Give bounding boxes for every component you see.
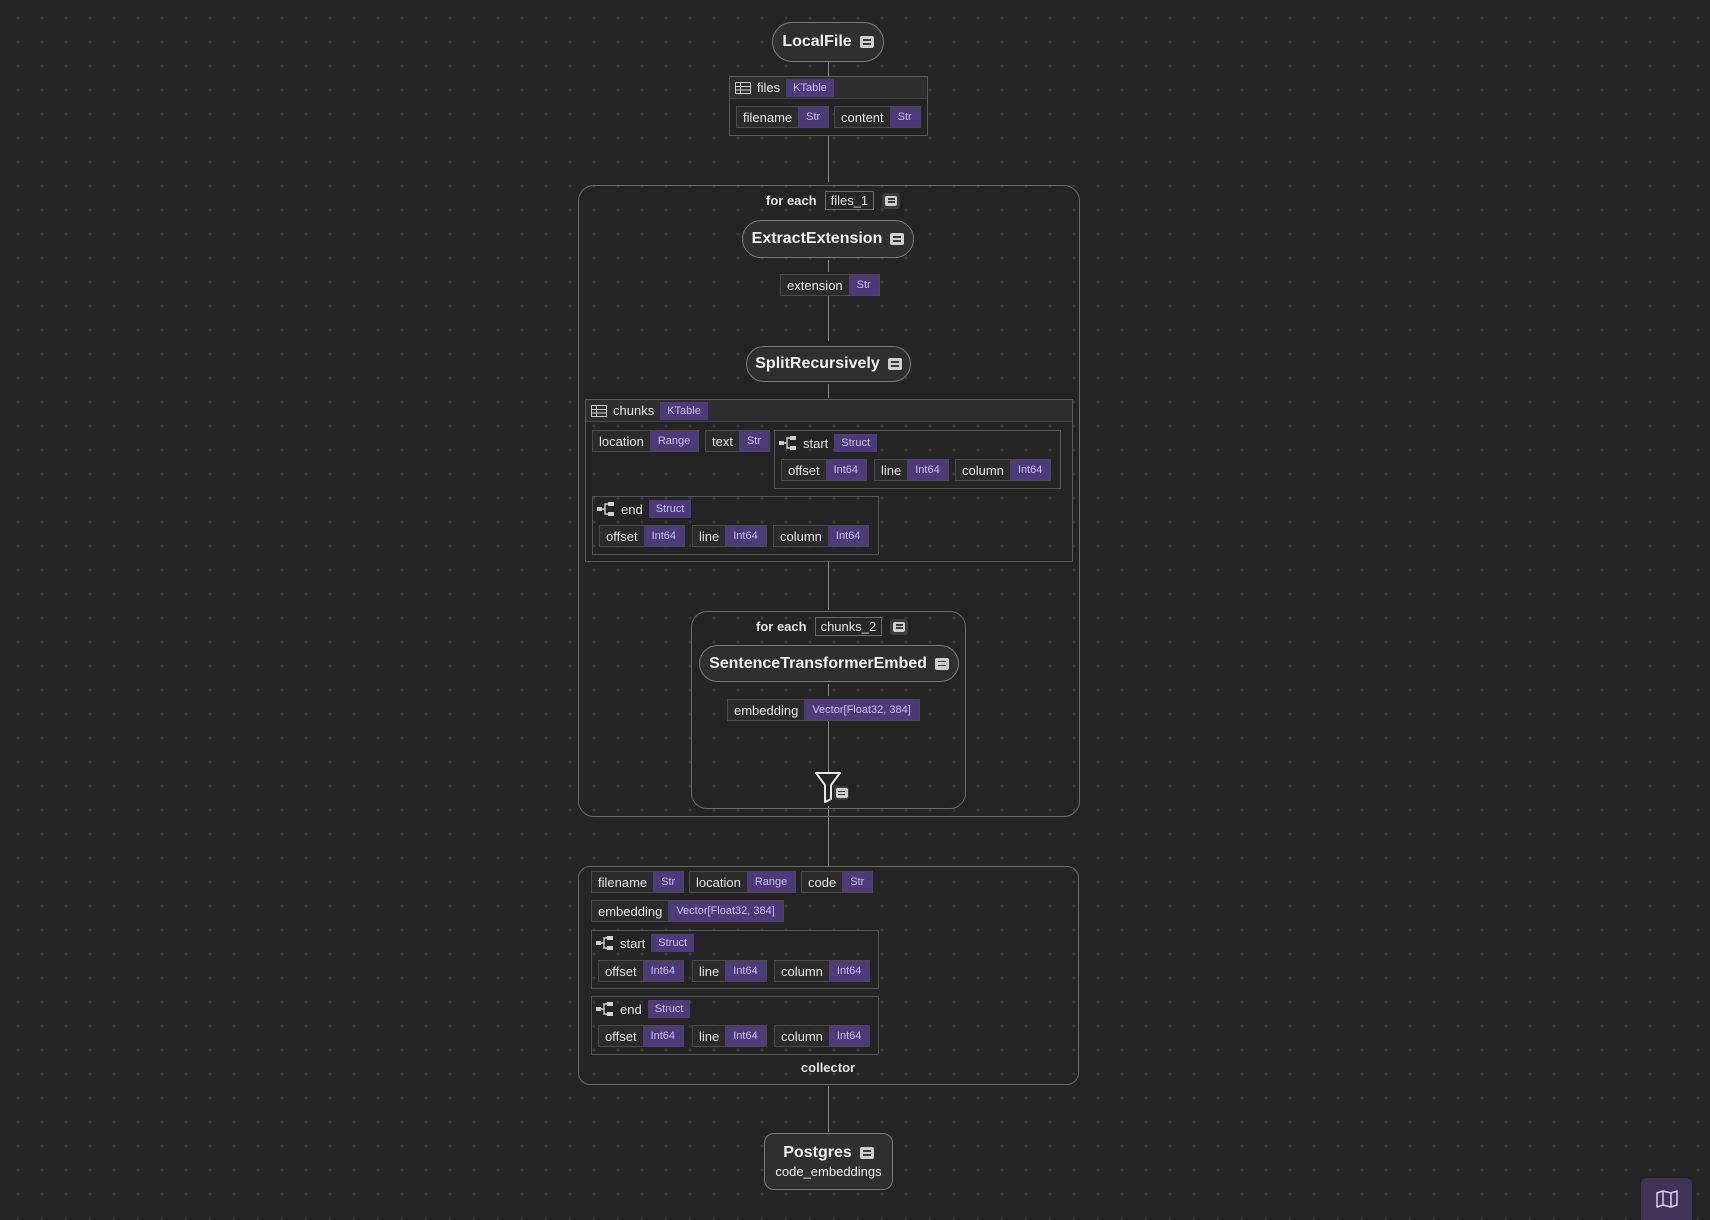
foreach-files-group — [578, 185, 1080, 817]
tree-struct-icon — [596, 1002, 613, 1016]
files-table-header: files KTable — [730, 77, 927, 99]
document-icon[interactable] — [890, 233, 905, 245]
collect-funnel[interactable] — [814, 771, 850, 803]
files-table-name: files — [757, 80, 781, 95]
foreach-var: files_1 — [824, 191, 875, 210]
document-icon[interactable] — [882, 192, 901, 209]
map-icon — [1655, 1190, 1678, 1208]
foreach-label: for each — [756, 619, 807, 634]
foreach-chunks-group — [691, 611, 966, 809]
table-icon — [591, 404, 607, 417]
foreach-chunks-header: for each chunks_2 — [756, 617, 909, 636]
target-node-postgres[interactable]: Postgres code_embeddings — [764, 1133, 893, 1190]
chunks-table-name: chunks — [613, 403, 655, 418]
document-icon[interactable] — [934, 657, 949, 670]
chunks-table-header: chunks KTable — [586, 400, 1072, 422]
edge-collector-postgres — [828, 1086, 829, 1132]
edge-extension-split — [828, 296, 829, 341]
edge-embed-embedding — [828, 684, 829, 696]
collector-group — [578, 866, 1079, 1085]
extract-label: ExtractExtension — [751, 230, 883, 247]
node-extract-extension[interactable]: ExtractExtension — [742, 220, 914, 258]
source-node-localfile[interactable]: LocalFile — [772, 22, 884, 62]
foreach-label: for each — [766, 193, 817, 208]
document-icon[interactable] — [890, 618, 909, 635]
document-icon[interactable] — [859, 36, 874, 48]
tree-struct-icon — [779, 436, 796, 450]
edge-files-foreach — [828, 136, 829, 182]
document-icon[interactable] — [834, 786, 849, 800]
table-icon — [735, 81, 751, 94]
document-icon[interactable] — [859, 1147, 874, 1159]
edge-embedding-funnel — [828, 721, 829, 773]
edge-extract-extension — [828, 260, 829, 272]
node-sentence-transformer-embed[interactable]: SentenceTransformerEmbed — [699, 645, 959, 682]
target-label: Postgres — [783, 1144, 852, 1161]
files-table-type: KTable — [786, 78, 834, 97]
edge-localfile-files — [828, 62, 829, 76]
edge-split-chunks — [828, 384, 829, 398]
foreach-var: chunks_2 — [814, 617, 883, 636]
target-subtitle: code_embeddings — [775, 1164, 882, 1179]
collector-label: collector — [800, 1060, 856, 1075]
edge-funnel-collector — [828, 806, 829, 866]
edge-chunks-foreach — [828, 562, 829, 610]
tree-struct-icon — [596, 936, 613, 950]
source-label: LocalFile — [782, 33, 852, 50]
minimap-toggle-button[interactable] — [1641, 1178, 1692, 1220]
foreach-files-header: for each files_1 — [766, 191, 901, 210]
node-split-recursively[interactable]: SplitRecursively — [746, 346, 911, 382]
funnel-icon — [815, 772, 841, 803]
tree-struct-icon — [597, 502, 614, 516]
chunks-table-type: KTable — [660, 401, 708, 420]
document-icon[interactable] — [887, 358, 902, 370]
embed-label: SentenceTransformerEmbed — [709, 654, 927, 672]
split-label: SplitRecursively — [755, 355, 880, 372]
